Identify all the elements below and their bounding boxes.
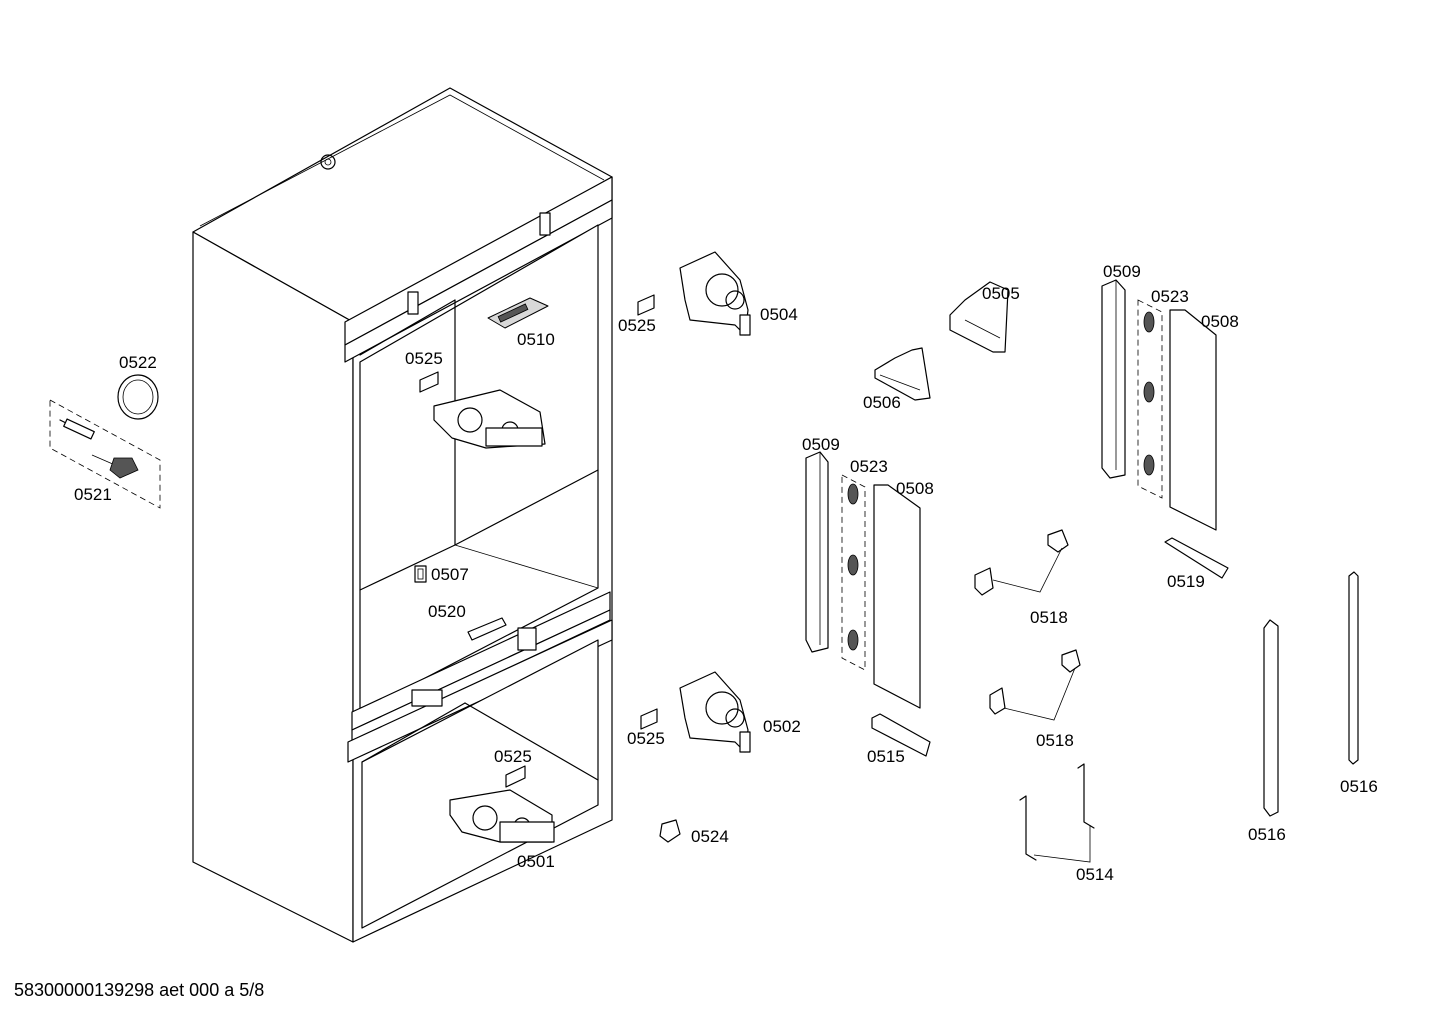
part-0519 bbox=[1164, 537, 1229, 579]
panel-0508-b bbox=[873, 484, 921, 709]
part-0520 bbox=[467, 617, 507, 641]
cabinet-body bbox=[192, 87, 613, 943]
brackets-0514 bbox=[1019, 763, 1095, 863]
hinge-0502 bbox=[640, 671, 751, 753]
label-0523-a: 0523 bbox=[1151, 287, 1189, 306]
label-0514: 0514 bbox=[1076, 865, 1114, 884]
label-0501: 0501 bbox=[517, 852, 555, 871]
label-0524: 0524 bbox=[691, 827, 729, 846]
label-0525-c: 0525 bbox=[494, 747, 532, 766]
rail-0516-a bbox=[1263, 619, 1279, 817]
hinge-0510 bbox=[487, 297, 549, 329]
label-0518-a: 0518 bbox=[1030, 608, 1068, 627]
document-id: 58300000139298 aet 000 a 5/8 bbox=[14, 980, 265, 1000]
part-labels: 0522 0521 0525 0510 0525 0504 0507 0520 … bbox=[74, 262, 1378, 884]
label-0525-a: 0525 bbox=[405, 349, 443, 368]
label-0504: 0504 bbox=[760, 305, 798, 324]
label-0509-b: 0509 bbox=[802, 435, 840, 454]
label-sticker-0525-c bbox=[419, 371, 439, 393]
label-sticker-0525-d bbox=[505, 765, 526, 788]
part-0521-assembly bbox=[49, 399, 161, 509]
label-0508-b: 0508 bbox=[896, 479, 934, 498]
label-0516-b: 0516 bbox=[1340, 777, 1378, 796]
part-0515 bbox=[871, 713, 931, 757]
part-0505 bbox=[949, 281, 1009, 353]
label-0506: 0506 bbox=[863, 393, 901, 412]
label-0510: 0510 bbox=[517, 330, 555, 349]
strip-0509-b bbox=[805, 451, 829, 653]
hinge-0501 bbox=[449, 789, 555, 843]
label-0520: 0520 bbox=[428, 602, 466, 621]
label-0516-a: 0516 bbox=[1248, 825, 1286, 844]
label-0525-d: 0525 bbox=[627, 729, 665, 748]
label-0523-b: 0523 bbox=[850, 457, 888, 476]
label-0505: 0505 bbox=[982, 284, 1020, 303]
label-0515: 0515 bbox=[867, 747, 905, 766]
parts-0518-a bbox=[974, 529, 1069, 596]
part-0522-ring bbox=[117, 374, 159, 420]
label-0509-a: 0509 bbox=[1103, 262, 1141, 281]
part-0506 bbox=[874, 347, 931, 401]
clips-0523-a bbox=[1137, 299, 1163, 499]
label-0522: 0522 bbox=[119, 353, 157, 372]
label-0518-b: 0518 bbox=[1036, 731, 1074, 750]
part-0524 bbox=[659, 819, 681, 843]
rail-0516-b bbox=[1348, 571, 1359, 765]
label-0507: 0507 bbox=[431, 565, 469, 584]
label-0519: 0519 bbox=[1167, 572, 1205, 591]
strip-0509-a bbox=[1101, 279, 1126, 479]
label-0525-b: 0525 bbox=[618, 316, 656, 335]
panel-0508-a bbox=[1169, 309, 1217, 531]
clips-0523-b bbox=[841, 474, 866, 671]
parts-0518-b bbox=[989, 649, 1081, 721]
part-0507 bbox=[414, 565, 427, 583]
hinge-upper-inside bbox=[433, 389, 546, 449]
hinge-0504 bbox=[637, 251, 751, 336]
label-0508-a: 0508 bbox=[1201, 312, 1239, 331]
label-0502: 0502 bbox=[763, 717, 801, 736]
label-0521: 0521 bbox=[74, 485, 112, 504]
